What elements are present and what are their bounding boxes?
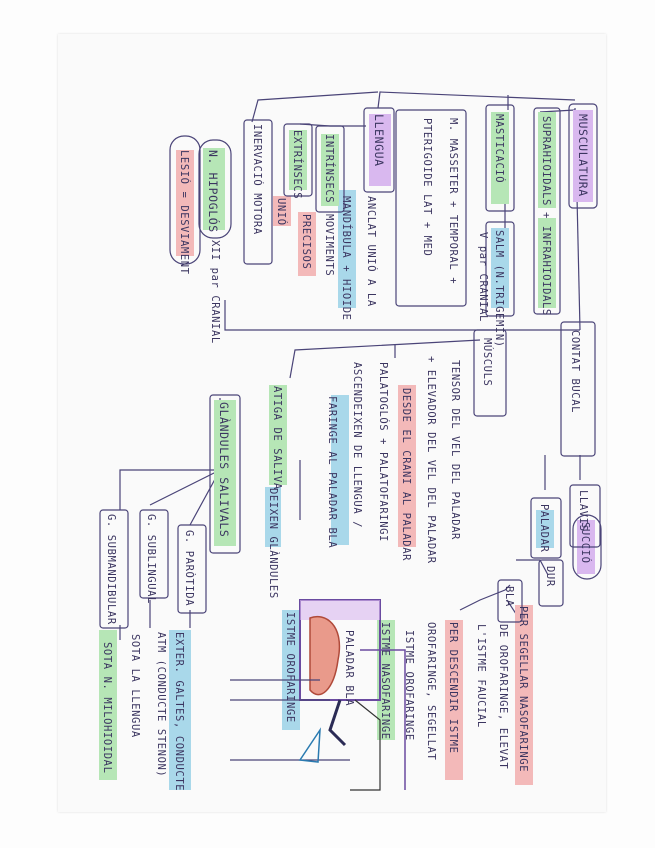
node-inervacio-motora: INERVACIÓ MOTORA [251, 124, 264, 235]
node-paladar: PALADAR [538, 504, 550, 553]
node-ascendeixen: ASCENDEIXEN DE LLENGUA / [351, 362, 363, 528]
node-glandules-salivals: GLÀNDULES SALIVALS [217, 402, 232, 537]
node-bla: BLA [503, 586, 515, 607]
node-glandules-noves: DEIXEN GLÀNDULES [267, 488, 280, 599]
node-leso: LESIÓ = DESVIAMENT [178, 150, 191, 275]
node-intrinsecs: INTRÍNSECS [323, 134, 336, 203]
node-llengua-desc2: MANDÍBULA + HIOIDE [340, 196, 353, 321]
node-bla-desc5: OROFARINGE, SEGELLAT [425, 622, 437, 761]
node-succio: SUCCIÓ [579, 522, 592, 564]
node-sublingual-desc: SOTA LA LLENGUA [129, 634, 141, 738]
node-g-submandibular: G. SUBMANDIBULAR [105, 514, 117, 625]
node-llengua-desc: ANCLAT UNIÓ A LA [365, 196, 378, 307]
oral-cavity-sketch [230, 599, 406, 791]
node-dur: DUR [544, 566, 556, 587]
node-istme-nasofaringe: ISTME NASOFARINGE [379, 622, 391, 740]
node-submandibular-desc: SOTA N. MILOHIOIDAL [101, 642, 113, 774]
node-suprahioidals: SUPRAHIOIDALS [540, 116, 552, 206]
node-bla-desc6: ISTME OROFARINGE [403, 630, 415, 741]
node-inervacio: SALM (N.TRIGEMIN) [493, 230, 505, 348]
node-contat-bucal: CONTAT BUCAL [569, 330, 581, 413]
node-extrinsecs-desc: UNIÓ [275, 198, 288, 226]
node-masticacio: MASTICACIÓ [493, 114, 506, 183]
node-xii-par: XII par CRANIAL [209, 240, 221, 344]
node-tensor: TENSOR DEL VEL DEL PALADAR [449, 360, 461, 540]
node-parotida-desc1: EXTER. GALTES, CONDUCTE [173, 632, 185, 791]
node-elevador: + ELEVADOR DEL VEL DEL PALADAR [425, 356, 437, 564]
node-llavis: LLAVIS [577, 490, 589, 532]
node-paladar-bla-label: PALADAR BLA [343, 630, 355, 706]
node-intrinsecs-desc2: PRECISOS [300, 214, 312, 269]
node-g-sublingual: G. SUBLINGUAL [145, 514, 157, 604]
node-musculs: MÚSCULS [481, 338, 494, 386]
highlights [99, 110, 595, 790]
node-extrinsecs: EXTRÍNSECS [291, 130, 304, 199]
node-faringe-paladar: FARINGE AL PALADAR BLA [326, 396, 338, 548]
node-parotida-desc2: ATM (CONDUCTE STENON) [155, 632, 167, 777]
node-istme-orofaringe: ISTME OROFARINGE [284, 612, 296, 723]
node-musculatura: MUSCULATURA [576, 114, 590, 197]
node-palatoglos: PALATOGLÓS + PALATOFARINGI [377, 362, 390, 542]
node-nervi-v: V par CRANIAL [477, 232, 489, 322]
node-bla-desc4: PER DESCENDIR ISTME [447, 622, 459, 754]
boxes [99, 103, 602, 629]
node-infrahioidals: + INFRAHIOIDALS [540, 212, 552, 316]
node-g-parotida: G. PARÒTIDA [183, 530, 196, 606]
node-intrinsecs-desc: MOVIMENTS [323, 214, 335, 276]
tongue-shape [309, 615, 341, 696]
node-masticacio-desc2: PTERIGOIDE LAT + MED [421, 118, 433, 256]
node-atiga: ATIGA DE SALIVA [271, 386, 283, 490]
node-desde-crani: DESDE EL CRANI AL PALADAR [400, 388, 412, 561]
node-bla-desc2: DE OROFARINGE, ELEVAT [497, 624, 509, 769]
node-llengua: LLENGUA [372, 114, 386, 167]
node-bla-desc1: PER SEGELLAR NASOFARINGE [517, 606, 529, 772]
node-n-hipoglos: N. HIPOGLÓS [206, 150, 221, 233]
node-masticacio-desc: M. MASSETER + TEMPORAL + [447, 118, 459, 284]
node-bla-desc3: L'ISTME FAUCIAL [475, 624, 487, 728]
labels: MUSCULATURA SUPRAHIOIDALS + INFRAHIOIDAL… [101, 114, 592, 791]
